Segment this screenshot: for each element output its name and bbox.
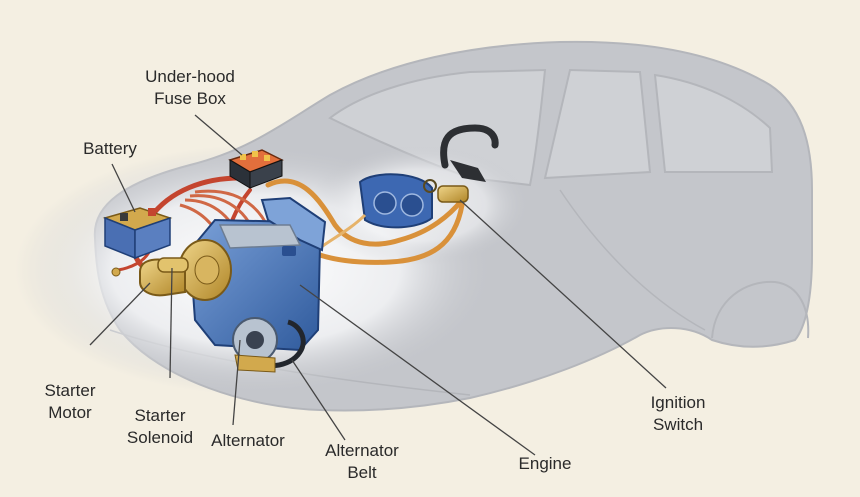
- alternator-pulley: [246, 331, 264, 349]
- intake-manifold: [218, 224, 302, 249]
- starter-solenoid-body: [157, 257, 189, 273]
- door-line: [559, 189, 706, 331]
- steering-wheel: [440, 124, 499, 169]
- label-line: Starter: [44, 381, 96, 400]
- label-alternator-belt: Alternator Belt: [310, 440, 414, 484]
- wire-battery-to-fuse: [147, 175, 243, 221]
- leader-alternator: [232, 339, 241, 426]
- leader-fuse-box: [194, 114, 243, 156]
- fuse-2: [252, 151, 258, 157]
- label-line: Belt: [347, 463, 377, 482]
- label-line: Solenoid: [126, 428, 194, 447]
- leader-lines: [89, 114, 667, 456]
- leader-battery: [111, 163, 136, 213]
- ground-terminal: [111, 267, 121, 277]
- fuse-box-side: [249, 159, 283, 189]
- ignition-key-ring: [423, 179, 437, 193]
- label-alternator: Alternator: [200, 430, 296, 452]
- label-starter-solenoid: Starter Solenoid: [112, 405, 208, 449]
- steering-column: [450, 160, 486, 182]
- label-line: Alternator: [325, 441, 399, 460]
- leader-engine: [299, 284, 536, 456]
- label-starter-motor: Starter Motor: [28, 380, 112, 424]
- fuse-1: [240, 154, 246, 160]
- battery-terminal-negative: [120, 213, 128, 221]
- front-side-window: [543, 68, 652, 180]
- label-line: Motor: [48, 403, 92, 422]
- leader-starter-solenoid: [169, 267, 173, 379]
- fuse-3: [264, 155, 270, 161]
- rear-wheel-arch: [711, 280, 810, 339]
- label-battery: Battery: [62, 138, 158, 160]
- oil-cap: [282, 246, 296, 256]
- ignition-switch-body: [437, 185, 469, 203]
- label-ignition-switch: Ignition Switch: [630, 392, 726, 436]
- wire-fuse-to-ignition: [265, 178, 465, 247]
- gauge-left: [373, 191, 397, 215]
- label-line: Battery: [83, 139, 137, 158]
- alternator-bracket: [234, 354, 276, 373]
- label-engine: Engine: [500, 453, 590, 475]
- valve-cover: [260, 196, 327, 252]
- label-under-hood-fuse-box: Under-hood Fuse Box: [128, 66, 252, 110]
- label-line: Alternator: [211, 431, 285, 450]
- label-line: Ignition: [650, 393, 706, 412]
- battery-side: [134, 216, 171, 260]
- rear-side-window: [653, 73, 774, 173]
- label-line: Engine: [518, 454, 572, 473]
- label-line: Switch: [652, 415, 704, 434]
- label-line: Fuse Box: [154, 89, 226, 108]
- label-line: Under-hood: [145, 67, 235, 86]
- leader-alternator-belt: [291, 359, 346, 441]
- gauge-right: [400, 193, 424, 217]
- battery-terminal-positive: [148, 208, 156, 216]
- leader-starter-motor: [89, 282, 151, 346]
- leader-ignition-switch: [459, 199, 667, 389]
- label-line: Starter: [134, 406, 186, 425]
- flywheel-center: [194, 255, 220, 285]
